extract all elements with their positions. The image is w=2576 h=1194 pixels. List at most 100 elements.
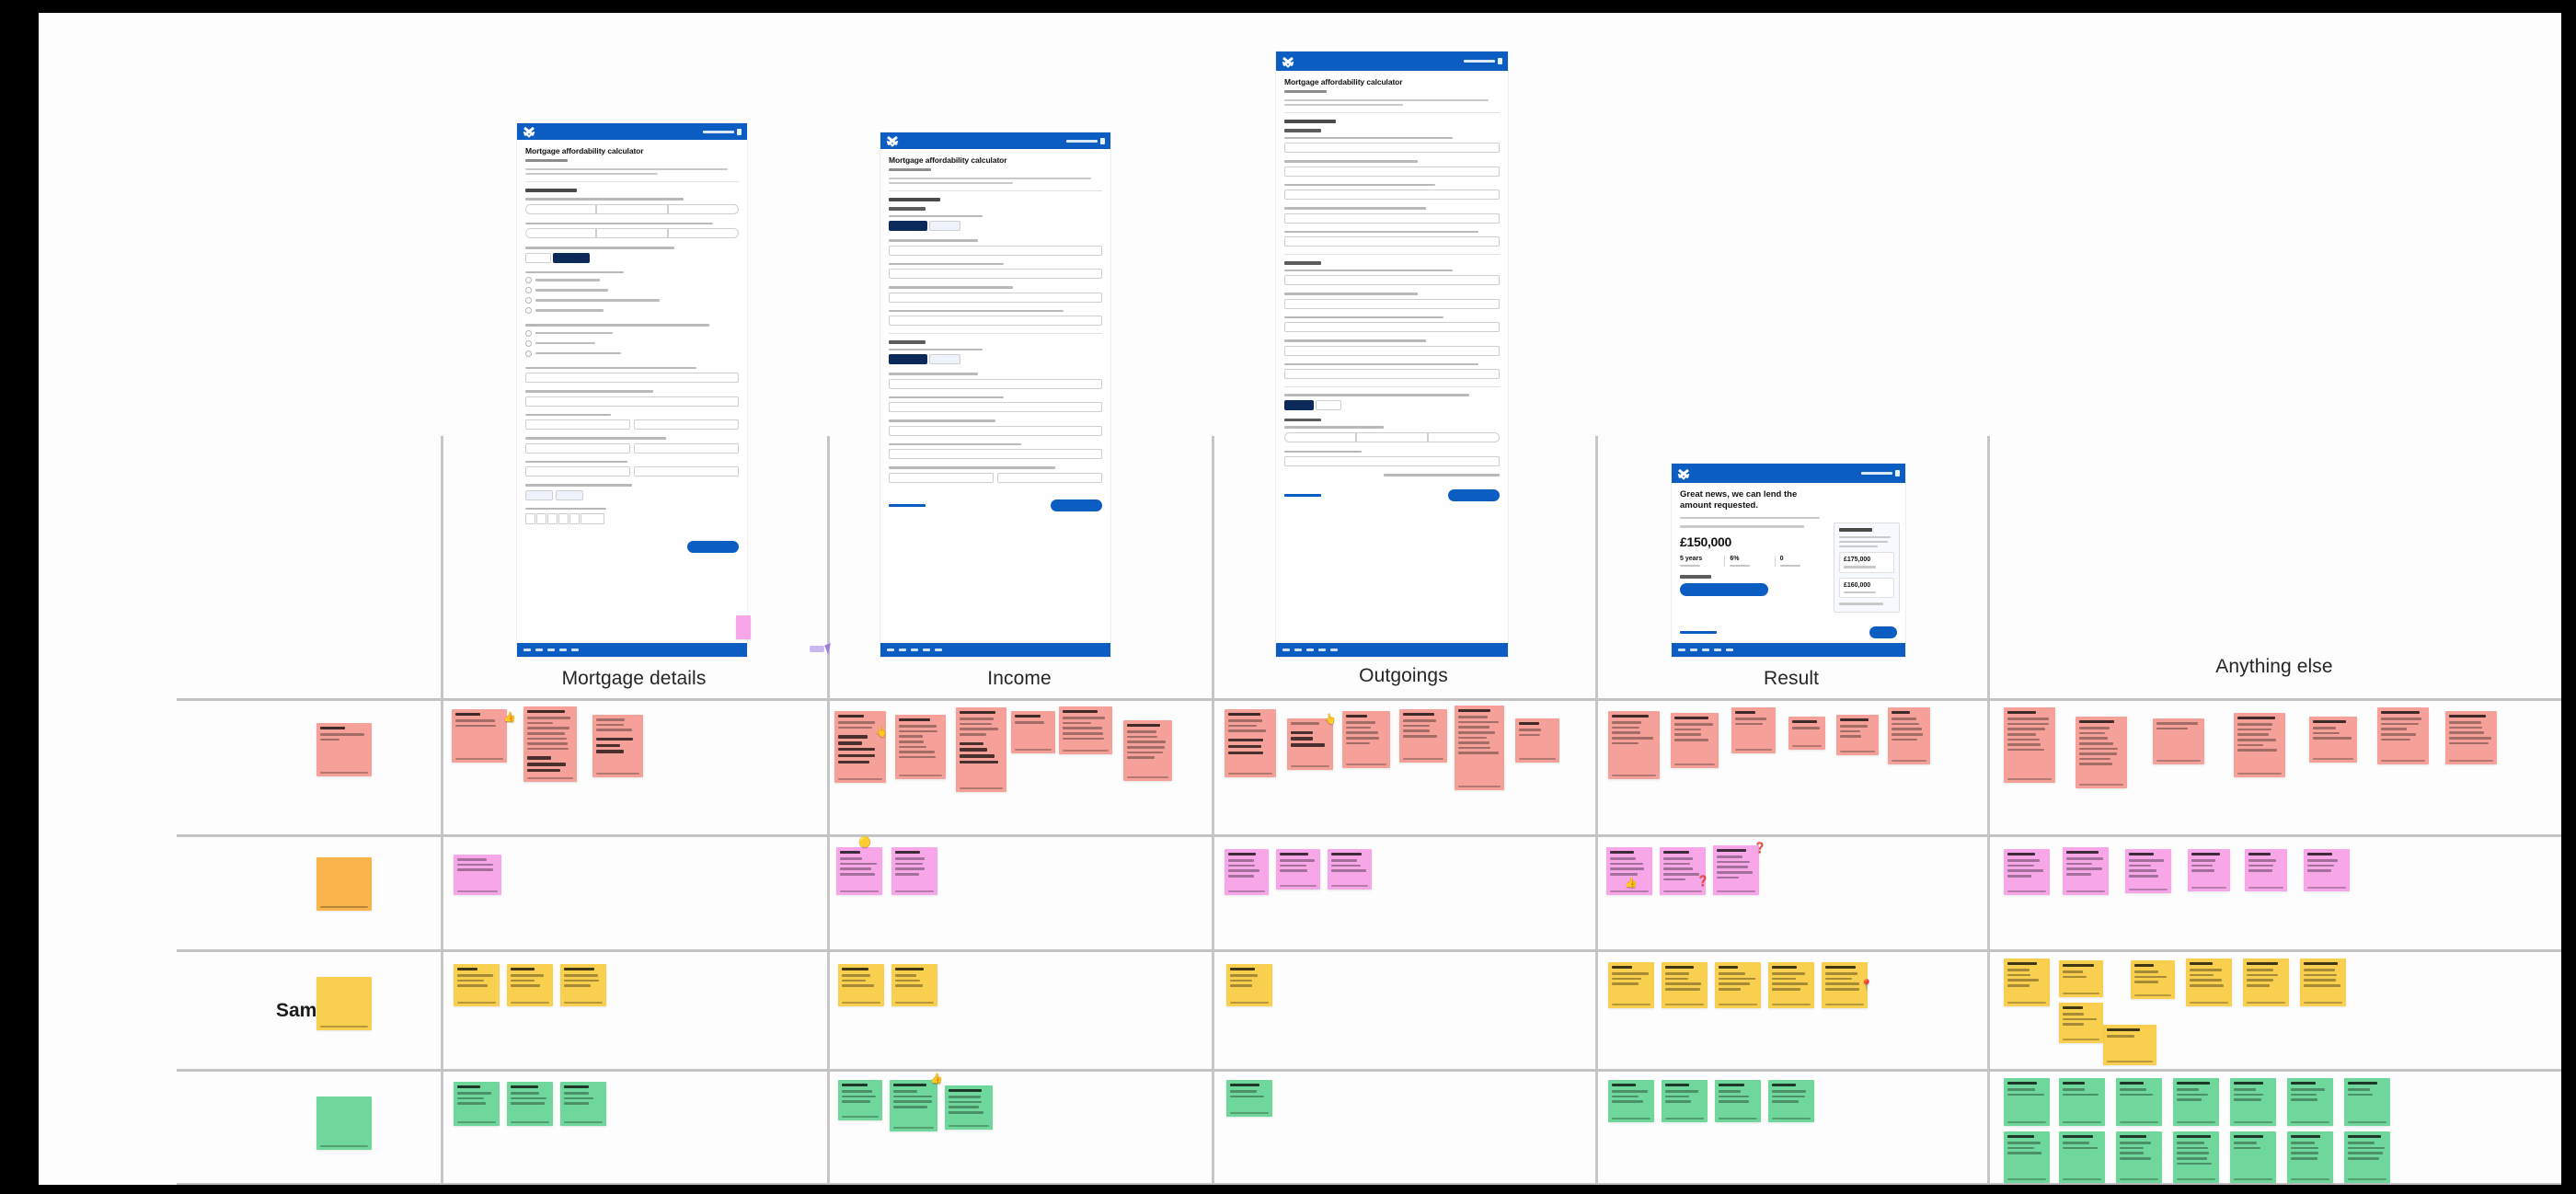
sticky-note[interactable]: [1328, 849, 1372, 890]
sticky-note[interactable]: [2245, 849, 2287, 891]
sticky-note[interactable]: [891, 847, 937, 895]
sticky-note[interactable]: [2059, 1078, 2105, 1126]
menu-icon[interactable]: [1464, 58, 1502, 64]
reaction-emoji[interactable]: 👍: [1625, 878, 1638, 889]
menu-icon[interactable]: [1861, 470, 1900, 476]
sticky-note[interactable]: [956, 707, 1006, 792]
sticky-note[interactable]: [560, 964, 606, 1006]
text-input[interactable]: [1284, 369, 1500, 379]
text-input[interactable]: [1284, 456, 1500, 466]
sticky-note[interactable]: [1608, 711, 1660, 779]
sticky-note[interactable]: [2304, 849, 2350, 891]
text-input[interactable]: [889, 269, 1102, 279]
sticky-note[interactable]: [2300, 959, 2346, 1006]
date-input[interactable]: [525, 513, 739, 524]
mockup-result[interactable]: Great news, we can lend the amount reque…: [1672, 464, 1905, 657]
sticky-note[interactable]: [2059, 1131, 2105, 1183]
sticky-note[interactable]: [2076, 717, 2127, 788]
sticky-note[interactable]: [1287, 718, 1333, 770]
sticky-note[interactable]: [454, 855, 501, 895]
sticky-note[interactable]: [890, 1080, 937, 1131]
sticky-note[interactable]: [1662, 1080, 1708, 1122]
sticky-note[interactable]: [1399, 709, 1447, 763]
text-input[interactable]: [889, 293, 1102, 303]
text-input[interactable]: [1284, 166, 1500, 177]
sticky-note[interactable]: [1713, 845, 1759, 895]
reaction-emoji[interactable]: 📍: [1860, 981, 1873, 991]
sticky-note[interactable]: [2287, 1078, 2333, 1126]
sticky-note[interactable]: [2309, 717, 2357, 763]
text-input[interactable]: [1284, 236, 1500, 247]
dual-input[interactable]: [889, 473, 1102, 483]
mockup-outgoings[interactable]: Mortgage affordability calculator: [1276, 52, 1508, 657]
radio-option[interactable]: [525, 350, 739, 357]
yes-no-toggle[interactable]: [1284, 400, 1500, 410]
sticky-note[interactable]: [2116, 1131, 2162, 1183]
continue-button[interactable]: [1051, 499, 1102, 511]
ideas-swatch[interactable]: [316, 857, 372, 911]
text-input[interactable]: [1284, 143, 1500, 153]
back-link[interactable]: [1680, 631, 1717, 634]
sticky-note[interactable]: [2004, 849, 2050, 895]
alt-product-card[interactable]: £160,000: [1839, 578, 1894, 599]
sticky-note[interactable]: [2004, 707, 2055, 783]
sticky-note[interactable]: [1059, 706, 1112, 754]
menu-icon[interactable]: [703, 129, 742, 135]
sticky-note[interactable]: [1123, 720, 1172, 781]
back-link[interactable]: [1284, 494, 1321, 497]
text-input[interactable]: [889, 246, 1102, 256]
menu-icon[interactable]: [1066, 138, 1105, 144]
sticky-note[interactable]: [523, 706, 577, 782]
segmented-control[interactable]: [525, 228, 739, 238]
sticky-note[interactable]: [2230, 1131, 2276, 1183]
sticky-note[interactable]: [1888, 707, 1930, 764]
sticky-note[interactable]: [1276, 849, 1320, 890]
yes-no-toggle[interactable]: [525, 253, 739, 263]
alt-product-card[interactable]: £175,000: [1839, 552, 1894, 573]
sticky-note[interactable]: [1455, 706, 1504, 790]
sticky-note[interactable]: [1768, 962, 1814, 1008]
sticky-note[interactable]: [838, 964, 884, 1006]
choice-pills[interactable]: [525, 490, 739, 500]
sticky-note[interactable]: [1660, 847, 1706, 895]
sticky-note[interactable]: [1342, 711, 1390, 768]
segmented-control[interactable]: [525, 204, 739, 214]
sticky-note[interactable]: [1515, 718, 1559, 763]
sticky-note[interactable]: [2004, 959, 2050, 1006]
stray-pink-marker[interactable]: [736, 615, 751, 639]
speak-to-adviser-button[interactable]: [1680, 583, 1768, 596]
sticky-note[interactable]: [2125, 849, 2171, 893]
sticky-note[interactable]: [1836, 715, 1879, 755]
sticky-note[interactable]: [2153, 718, 2204, 764]
sticky-note[interactable]: [454, 1082, 500, 1126]
sticky-note[interactable]: [1226, 1080, 1272, 1117]
sticky-note[interactable]: [2059, 960, 2103, 997]
sticky-note[interactable]: [2004, 1131, 2050, 1183]
sticky-note[interactable]: [834, 711, 886, 783]
text-input[interactable]: [889, 402, 1102, 412]
sticky-note[interactable]: [507, 1082, 553, 1126]
sam-swatch[interactable]: [316, 977, 372, 1030]
sticky-note[interactable]: [452, 709, 507, 763]
sticky-note[interactable]: [1225, 849, 1269, 895]
text-input[interactable]: [1284, 299, 1500, 309]
text-input[interactable]: [1284, 189, 1500, 200]
sticky-note[interactable]: [507, 964, 553, 1006]
text-input[interactable]: [1284, 275, 1500, 285]
print-button[interactable]: [1869, 626, 1897, 638]
questions-swatch[interactable]: [316, 723, 372, 776]
sticky-note[interactable]: [1788, 717, 1825, 750]
radio-option[interactable]: [525, 340, 739, 347]
sticky-note[interactable]: [2173, 1131, 2219, 1183]
employment-toggle[interactable]: [889, 221, 1102, 231]
sticky-note[interactable]: [2344, 1078, 2390, 1126]
actions-swatch[interactable]: [316, 1096, 372, 1150]
continue-button[interactable]: [687, 541, 739, 553]
sticky-note[interactable]: [891, 964, 937, 1006]
text-input[interactable]: [889, 316, 1102, 326]
sticky-note[interactable]: [2445, 711, 2497, 764]
text-input[interactable]: [1284, 346, 1500, 356]
sticky-note[interactable]: [1226, 964, 1272, 1006]
sticky-note[interactable]: [2287, 1131, 2333, 1183]
radio-option[interactable]: [525, 277, 739, 283]
